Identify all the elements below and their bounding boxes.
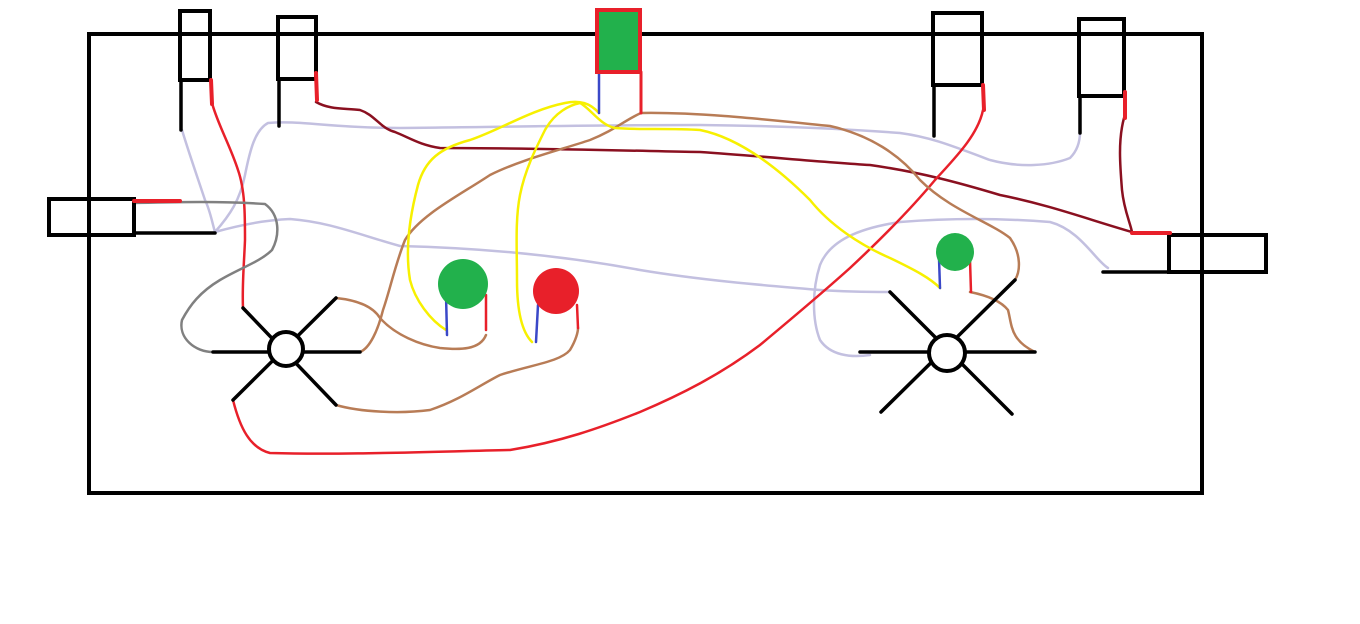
lamp-green-left — [438, 259, 488, 309]
wire-brown-2 — [639, 111, 1021, 282]
wire-maroon-1 — [314, 100, 1134, 234]
fixture-left — [211, 296, 362, 407]
wire-brown-1 — [358, 111, 643, 354]
wire-blue-3 — [534, 303, 540, 344]
top-switch-2 — [276, 15, 319, 128]
lamp-green-right — [936, 233, 974, 271]
top-switch-3-body — [931, 11, 984, 87]
wire-yellow-1 — [406, 100, 601, 332]
top-indicator-body — [595, 8, 642, 74]
top-switch-1-body — [178, 9, 212, 82]
top-switch-2-red-lead — [314, 71, 319, 102]
top-switch-4 — [1077, 17, 1127, 135]
top-switch-1 — [178, 9, 214, 132]
fixture-right — [858, 278, 1037, 416]
side-switch-right — [1101, 231, 1268, 274]
side-switch-left — [47, 197, 217, 237]
top-switch-4-body — [1077, 17, 1126, 98]
top-switch-1-red-lead — [209, 78, 214, 106]
top-switch-3-red-lead — [981, 83, 986, 112]
side-switch-left-body — [47, 197, 136, 237]
wire-maroon-2 — [1118, 116, 1134, 234]
wire-gray-1 — [132, 200, 279, 354]
lamp-red — [533, 268, 579, 314]
wire-lavender-1 — [180, 128, 217, 234]
top-switch-2-body — [276, 15, 318, 81]
side-switch-right-body — [1167, 233, 1268, 274]
wire-yellow-2 — [515, 101, 942, 344]
wire-lavender-2 — [213, 121, 1082, 234]
wire-red-stub-lamp3 — [968, 258, 973, 294]
wire-red-1 — [210, 101, 247, 310]
fixture-right-center — [927, 333, 967, 373]
fixture-left-center — [267, 330, 305, 368]
wire-red-2 — [231, 108, 985, 455]
wire-lavender-4 — [812, 217, 1110, 358]
wire-brown-3 — [334, 296, 488, 351]
wire-lavender-3 — [213, 217, 892, 294]
main-enclosure-box — [87, 32, 1204, 495]
wire-red-stub-lamp2 — [575, 303, 580, 330]
wire-blue-4 — [937, 256, 942, 290]
wire-brown-5 — [968, 290, 1037, 354]
top-switch-3 — [931, 11, 986, 138]
wire-brown-4 — [334, 326, 580, 414]
top-indicator — [595, 8, 643, 115]
wires-group — [132, 71, 1134, 455]
